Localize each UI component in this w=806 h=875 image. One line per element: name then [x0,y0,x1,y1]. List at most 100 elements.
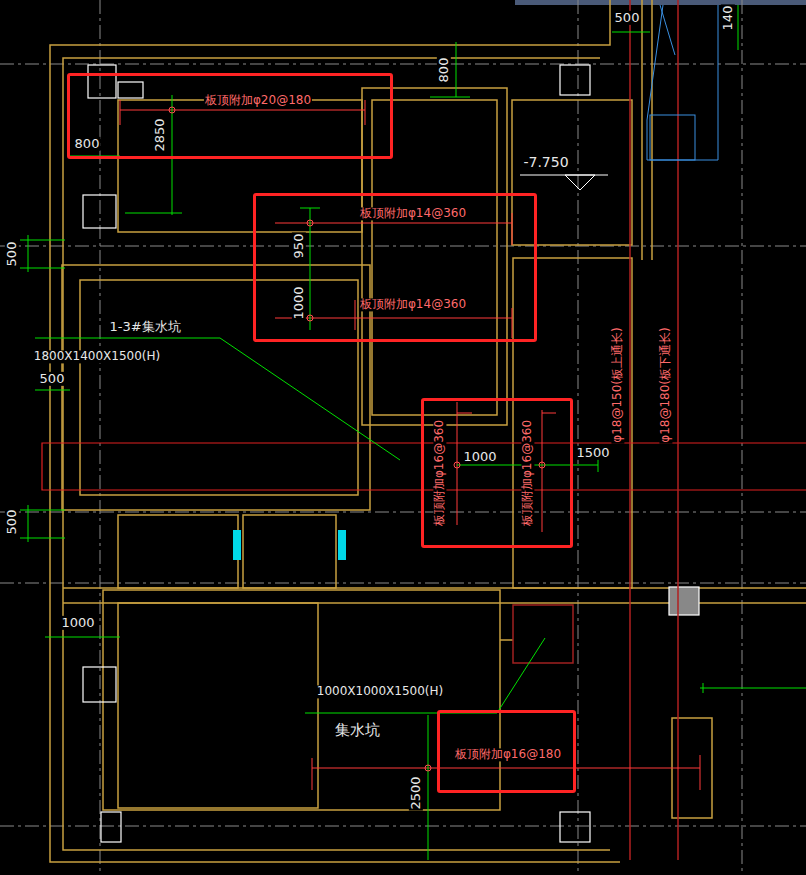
duct-line [647,5,718,160]
wall-line [651,0,653,260]
wall-line [50,0,806,862]
wall-line [80,280,358,495]
dimension-line [300,208,320,209]
opening-mark [233,530,346,560]
wall-line [63,58,610,850]
dimension: 2500 [409,775,423,810]
level-symbol [520,175,608,190]
column [83,195,116,228]
section-point [169,107,175,113]
dimension: 1000 [292,285,306,320]
rebar-note: 板顶附加φ14@360 [359,298,467,311]
wall-line [641,0,643,260]
rebar-note: φ18@180(板下通长) [659,326,672,443]
dimension-line [700,688,806,689]
dimension-line [612,32,650,33]
pit-name: 1-3#集水坑 [108,320,181,334]
pit-name: 集水坑 [334,722,381,739]
dimension: 800 [437,57,451,84]
dimension-line [20,5,806,860]
rebar-note: 板顶附加φ16@360 [433,419,446,527]
rebar-note: φ18@150(板上通长) [611,326,624,443]
column [669,587,699,615]
dimension-line [20,268,65,269]
rebar-note: 板顶附加φ20@180 [204,94,312,107]
pit-outline [513,605,573,663]
callout-box: 板顶附加φ20@180 2850 800 [67,73,393,159]
title-band [515,0,806,5]
title-band [515,0,806,5]
dimension: 1500 [575,446,610,460]
grid-line [578,0,579,875]
wall-line [118,100,362,232]
grid-line [0,246,806,247]
grid-line [0,583,806,584]
pit-outline [513,605,573,663]
section-point [539,462,545,468]
rebar-note: 板顶附加φ16@180 [454,748,562,761]
pit-size: 1000X1000X1500(H) [316,685,444,698]
column [88,65,116,98]
section-point [425,765,431,771]
dimension-line [20,510,65,511]
section-point [307,220,313,226]
section-point [307,315,313,321]
dimension-line [703,683,704,693]
wall-line [512,100,632,245]
dimension: 140 [721,5,735,32]
rebar-line [42,443,806,490]
dimension-line [35,390,70,391]
column [560,812,590,842]
callout-box: 板顶附加φ16@180 [437,710,576,793]
column [560,65,590,95]
dimension-line [738,5,739,50]
section-point [169,107,545,771]
dimension-line [428,715,429,860]
rebar-note: 板顶附加φ16@360 [521,419,534,527]
dimension-line [28,505,29,542]
dimension-line [125,213,182,214]
wall-line [500,639,513,641]
wall-line [118,515,238,588]
wall-line [103,590,500,810]
opening-mark [338,530,346,560]
wall-line [362,88,507,425]
rebar-line [629,0,631,860]
dimension: 500 [5,509,19,536]
dimension: 500 [5,241,19,268]
dimension: 950 [292,233,306,260]
dimension-line [305,638,545,713]
pit-size: 1800X1400X1500(H) [33,350,161,363]
dimension: 500 [39,372,66,386]
rebar-line [677,0,679,860]
dimension: 1000 [60,616,95,630]
duct-line [647,5,718,160]
dimension: 2850 [153,117,167,152]
column [118,82,143,98]
dimension-line [20,538,65,539]
wall-line [118,603,318,808]
dimension: 1000 [462,450,497,464]
grid-line [742,0,743,875]
rebar-note: 板顶附加φ14@360 [359,207,467,220]
column [83,667,116,702]
dimension-line [45,637,120,638]
dimension-line [28,235,29,272]
level-mark: -7.750 [522,155,569,170]
callout-box: 板顶附加φ14@360 950 1000 板顶附加φ14@360 [253,193,537,342]
opening-mark [233,530,241,560]
grid-line [100,0,101,875]
rebar-line [42,0,806,860]
dimension-line [20,240,65,241]
grid-line [0,512,806,513]
dimension-line [430,97,470,98]
dimension-line [456,42,457,97]
duct-line [660,5,675,55]
level-symbol [565,175,595,190]
wall-line [243,515,336,588]
dimension: 800 [74,137,101,151]
